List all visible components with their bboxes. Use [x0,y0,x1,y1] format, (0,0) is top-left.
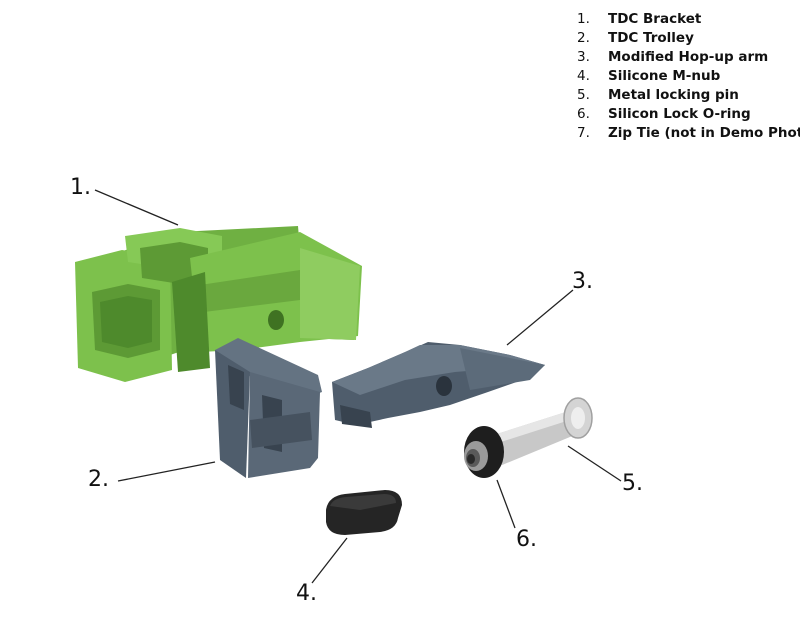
legend-label: TDC Bracket [608,11,702,27]
parts-legend: 1. TDC Bracket 2. TDC Trolley 3. Modified H… [577,10,800,143]
tdc-bracket-part [75,226,362,382]
legend-label: Metal locking pin [608,87,739,103]
callout-6: 6. [516,527,537,552]
legend-label: Silicon Lock O-ring [608,106,751,122]
silicone-m-nub-part [326,490,402,535]
leader-line-3 [506,289,574,346]
legend-number: 5. [577,87,590,103]
legend-number: 6. [577,106,590,122]
legend-item: 5. Metal locking pin [577,86,800,105]
callout-5: 5. [622,471,643,496]
leader-line-2 [117,461,216,482]
legend-item: 2. TDC Trolley [577,29,800,48]
callout-4: 4. [296,581,317,606]
hop-up-arm-part [332,342,545,428]
callout-1: 1. [70,175,91,200]
legend-label: TDC Trolley [608,30,694,46]
leader-line-5 [567,445,622,482]
leader-lines [94,189,622,584]
legend-item: 3. Modified Hop-up arm [577,48,800,67]
legend-label: Zip Tie (not in Demo Photo) [608,125,800,141]
leader-line-6 [496,479,516,529]
legend-item: 1. TDC Bracket [577,10,800,29]
callout-2: 2. [88,467,109,492]
legend-label: Modified Hop-up arm [608,49,769,65]
legend-number: 7. [577,125,590,141]
metal-locking-pin-part [478,397,593,470]
legend-number: 4. [577,68,590,84]
legend-label: Silicone M-nub [608,68,721,84]
tdc-trolley-part [215,338,322,478]
legend-number: 1. [577,11,590,27]
legend-number: 3. [577,49,590,65]
legend-item: 7. Zip Tie (not in Demo Photo) [577,124,800,143]
callout-3: 3. [572,269,593,294]
leader-line-1 [94,189,179,226]
legend-item: 6. Silicon Lock O-ring [577,105,800,124]
silicon-lock-o-ring-part [464,426,504,478]
legend-item: 4. Silicone M-nub [577,67,800,86]
leader-line-4 [311,537,348,584]
legend-number: 2. [577,30,590,46]
